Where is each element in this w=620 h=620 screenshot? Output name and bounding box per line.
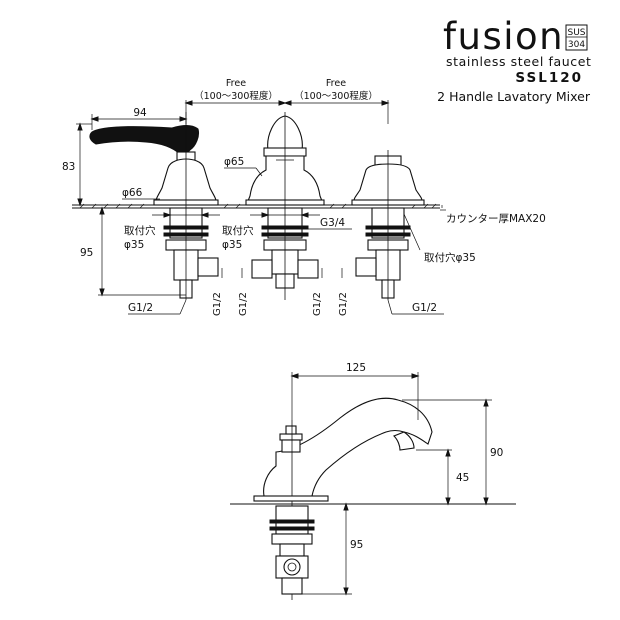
side-view: 125 90 45 95 bbox=[230, 362, 516, 600]
hole-right-label: 取付穴φ35 bbox=[424, 251, 476, 264]
model-number: SSL120 bbox=[515, 70, 583, 86]
outlet-height-dim: 45 bbox=[416, 448, 469, 506]
hole-mid-label: 取付穴 bbox=[222, 224, 254, 237]
g12-left-label: G1/2 bbox=[128, 302, 153, 314]
dim-95-side: 95 bbox=[350, 539, 363, 551]
lever-handle-icon bbox=[89, 125, 199, 155]
hole-mid-dia: φ35 bbox=[222, 239, 242, 251]
brand-logo: fusion bbox=[443, 15, 564, 58]
dim-94: 94 bbox=[133, 107, 147, 119]
g12-vertical-4: G1/2 bbox=[338, 292, 349, 316]
brand-tagline: stainless steel faucet bbox=[446, 54, 592, 69]
dim-83: 83 bbox=[62, 161, 75, 173]
left-valve bbox=[89, 112, 219, 300]
badge-304: 304 bbox=[568, 40, 585, 50]
hole-left-label: 取付穴 bbox=[124, 224, 156, 237]
product-name: 2 Handle Lavatory Mixer bbox=[437, 89, 591, 104]
badge-sus: SUS bbox=[567, 28, 585, 38]
center-spout bbox=[245, 112, 325, 300]
spout-height-dim: 90 bbox=[402, 398, 503, 506]
dim-95-front: 95 bbox=[80, 247, 93, 259]
diameter-labels: φ66 φ65 取付穴 φ35 取付穴 φ35 G3/4 カウンター厚MAX20… bbox=[122, 156, 546, 264]
handle-length-dim: 94 bbox=[90, 107, 188, 130]
dim-90: 90 bbox=[490, 447, 503, 459]
g12-right-label: G1/2 bbox=[412, 302, 437, 314]
g12-vertical-3: G1/2 bbox=[312, 292, 323, 316]
dia-66-label: φ66 bbox=[122, 187, 143, 199]
dim-125: 125 bbox=[346, 362, 366, 374]
g12-labels: G1/2 G1/2 G1/2 G1/2 G1/2 G1/2 bbox=[128, 268, 444, 316]
free-dimensions: Free （100～300程度） Free （100～300程度） bbox=[184, 78, 390, 124]
hole-left-dia: φ35 bbox=[124, 239, 144, 251]
side-below-counter-dim: 95 bbox=[300, 502, 363, 596]
g34-label: G3/4 bbox=[320, 217, 345, 229]
below-counter-dim: 95 bbox=[80, 206, 186, 297]
free-right-label: Free bbox=[326, 78, 346, 89]
brand-block: fusion SUS 304 stainless steel faucet SS… bbox=[437, 15, 591, 104]
g12-vertical-2: G1/2 bbox=[238, 292, 249, 316]
reach-dim: 125 bbox=[290, 362, 420, 420]
sus-badge bbox=[565, 24, 588, 51]
front-view: Free （100～300程度） Free （100～300程度） 94 83 bbox=[62, 78, 546, 316]
g12-vertical-1: G1/2 bbox=[212, 292, 223, 316]
dim-45: 45 bbox=[456, 472, 469, 484]
free-left-label: Free bbox=[226, 78, 246, 89]
free-left-range: （100～300程度） bbox=[194, 90, 278, 102]
height-83-dim: 83 bbox=[62, 122, 92, 207]
free-right-range: （100～300程度） bbox=[294, 90, 378, 102]
right-valve bbox=[351, 150, 425, 300]
counter-label: カウンター厚MAX20 bbox=[446, 213, 546, 225]
dia-65-label: φ65 bbox=[224, 156, 244, 168]
counter-hatching bbox=[79, 203, 437, 209]
